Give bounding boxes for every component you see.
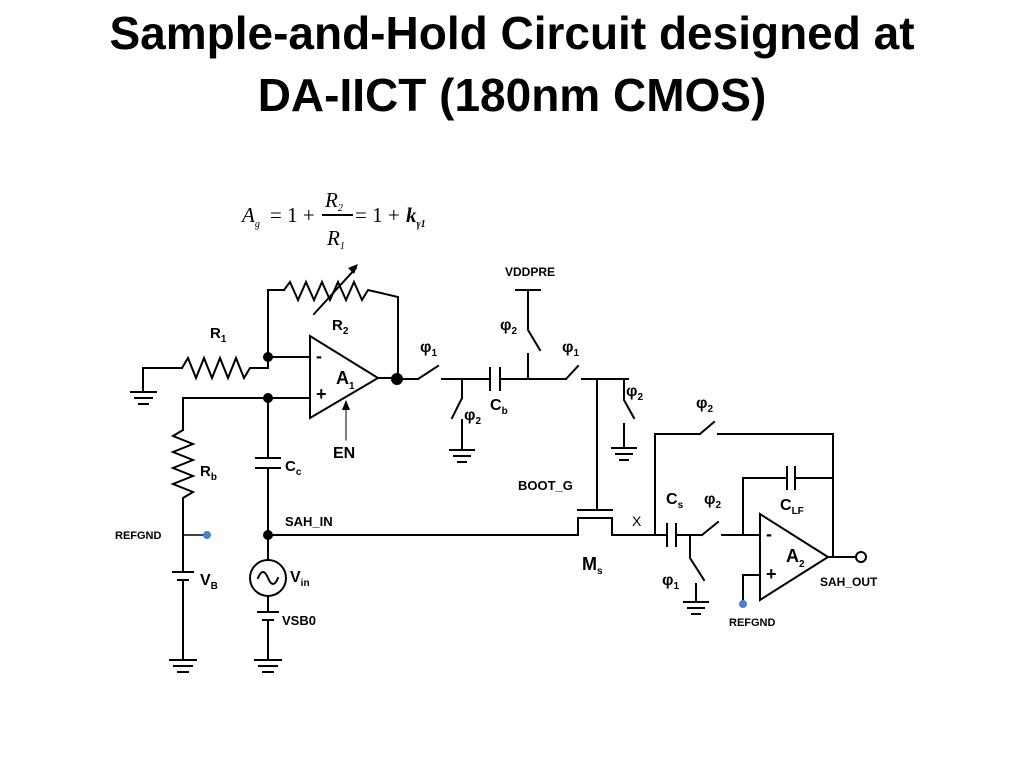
resistor-r1	[180, 355, 269, 381]
title-line-1: Sample-and-Hold Circuit designed at	[109, 7, 915, 59]
label-r1: R1	[210, 325, 227, 345]
svg-text:+: +	[766, 564, 777, 584]
r2-variable-arrow	[312, 266, 358, 316]
label-phi1-c: φ1	[662, 572, 679, 592]
label-phi2-a: φ2	[464, 407, 481, 427]
label-sah-in: SAH_IN	[285, 514, 333, 529]
label-boot-g: BOOT_G	[518, 478, 573, 493]
label-vddpre: VDDPRE	[505, 265, 555, 279]
svg-text:R1: R1	[326, 226, 345, 252]
label-sah-out: SAH_OUT	[820, 575, 878, 589]
ground-vin	[254, 659, 282, 673]
switch-phi2-vdd	[526, 328, 542, 352]
node-sah-out	[855, 551, 867, 563]
label-x: X	[632, 513, 642, 529]
ground-r1	[130, 367, 183, 405]
refgnd-left-node	[203, 531, 211, 539]
label-phi2-b: φ2	[626, 383, 643, 403]
switch-phi2-d	[698, 420, 716, 436]
switch-phi2-a	[450, 396, 464, 420]
label-phi2-vdd: φ2	[500, 317, 517, 337]
label-vsb0: VSB0	[282, 613, 316, 628]
ground-phi2-a	[449, 449, 475, 463]
label-a1: A1	[336, 368, 355, 392]
opamp-a1	[309, 334, 380, 420]
switch-phi2-c	[700, 520, 720, 537]
svg-text:R2: R2	[324, 188, 343, 214]
ground-vb	[169, 659, 197, 673]
resistor-rb	[170, 428, 196, 571]
label-vin: Vin	[290, 569, 310, 589]
title-line-2: DA-IICT (180nm CMOS)	[257, 69, 767, 121]
switch-phi1-a	[416, 364, 440, 381]
label-refgnd-left: REFGND	[115, 530, 162, 542]
label-a2: A2	[786, 546, 805, 570]
switch-phi1-c	[688, 556, 706, 582]
label-r2: R2	[332, 317, 349, 337]
label-en: EN	[333, 445, 355, 462]
refgnd-right-node	[739, 600, 747, 608]
label-cb: Cb	[490, 397, 508, 417]
svg-text:kγ1: kγ1	[406, 203, 426, 230]
svg-text:Ag: Ag	[240, 203, 260, 230]
ground-phi2-b	[611, 447, 637, 461]
ground-phi1-c	[683, 601, 709, 615]
label-phi1-b: φ1	[562, 339, 579, 359]
label-phi2-c: φ2	[704, 491, 721, 511]
label-cc: Cc	[285, 458, 302, 478]
label-phi1-a: φ1	[420, 339, 437, 359]
label-phi2-d: φ2	[696, 395, 713, 415]
switch-phi2-b	[622, 398, 636, 420]
label-clf: CLF	[780, 497, 804, 517]
label-ms: Ms	[582, 554, 603, 577]
node-a1-minus	[263, 352, 273, 362]
svg-text:= 1 +: = 1 +	[270, 203, 315, 227]
label-rb: Rb	[200, 463, 217, 483]
svg-text:+: +	[316, 384, 327, 404]
label-vb: VB	[200, 572, 218, 592]
svg-text:= 1 +: = 1 +	[355, 203, 400, 227]
svg-text:-: -	[766, 524, 772, 544]
svg-text:-: -	[316, 346, 322, 366]
label-cs: Cs	[666, 491, 684, 511]
switch-phi1-b	[564, 364, 580, 381]
transistor-ms	[577, 509, 666, 536]
label-refgnd-right: REFGND	[729, 617, 776, 629]
opamp-a2	[759, 512, 830, 602]
gain-equation: Ag = 1 + R2 R1 = 1 + kγ1	[240, 188, 426, 252]
slide-title: Sample-and-Hold Circuit designed at DA-I…	[0, 2, 1024, 126]
